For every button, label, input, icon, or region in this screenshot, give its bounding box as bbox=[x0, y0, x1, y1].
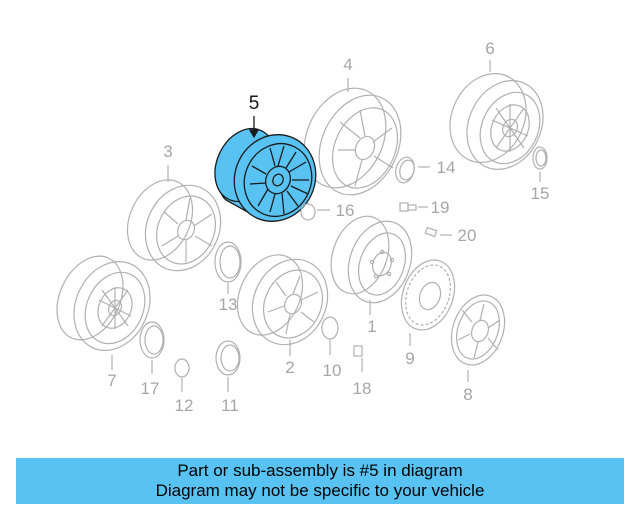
part-label-10[interactable]: 10 bbox=[322, 361, 342, 380]
wheel-2[interactable] bbox=[225, 244, 341, 357]
parts-diagram-svg bbox=[44, 60, 557, 392]
center-cap-16[interactable] bbox=[300, 203, 330, 221]
part-label-11[interactable]: 11 bbox=[221, 396, 239, 415]
part-label-2[interactable]: 2 bbox=[285, 358, 295, 377]
wheel-4[interactable] bbox=[289, 75, 417, 208]
part-label-15[interactable]: 15 bbox=[530, 184, 550, 203]
banner-line-disclaimer: Diagram may not be specific to your vehi… bbox=[155, 481, 485, 500]
parts-diagram: 5 4 6 3 14 15 16 19 20 13 1 9 2 10 7 18 … bbox=[44, 39, 557, 415]
part-label-8[interactable]: 8 bbox=[463, 385, 473, 404]
part-label-14[interactable]: 14 bbox=[436, 158, 456, 177]
part-label-13[interactable]: 13 bbox=[218, 295, 238, 314]
center-cap-15[interactable] bbox=[532, 146, 548, 182]
part-label-17[interactable]: 17 bbox=[140, 379, 160, 398]
wheel-cover-8[interactable] bbox=[442, 288, 514, 382]
center-cap-14[interactable] bbox=[393, 155, 430, 185]
part-label-4[interactable]: 4 bbox=[343, 55, 353, 74]
center-cap-10[interactable] bbox=[321, 316, 339, 355]
center-cap-17[interactable] bbox=[139, 321, 165, 374]
part-label-9[interactable]: 9 bbox=[405, 349, 415, 368]
part-label-6[interactable]: 6 bbox=[485, 39, 495, 58]
part-label-5[interactable]: 5 bbox=[248, 93, 260, 114]
wheel-cover-9[interactable] bbox=[392, 253, 464, 346]
banner-line-part: Part or sub-assembly is #5 in diagram bbox=[177, 461, 463, 480]
part-label-19[interactable]: 19 bbox=[430, 198, 450, 217]
part-label-3[interactable]: 3 bbox=[163, 142, 173, 161]
wheel-3[interactable] bbox=[115, 165, 234, 283]
wheel-7[interactable] bbox=[44, 245, 164, 370]
center-cap-11[interactable] bbox=[215, 340, 241, 392]
part-label-7[interactable]: 7 bbox=[107, 371, 117, 390]
part-label-16[interactable]: 16 bbox=[335, 201, 355, 220]
center-cap-12[interactable] bbox=[174, 358, 190, 392]
part-label-20[interactable]: 20 bbox=[457, 226, 477, 245]
center-cap-13[interactable] bbox=[214, 241, 242, 294]
part-label-1[interactable]: 1 bbox=[367, 317, 377, 336]
part-label-18[interactable]: 18 bbox=[352, 379, 372, 398]
wheel-5-highlighted[interactable] bbox=[204, 116, 330, 235]
part-label-12[interactable]: 12 bbox=[174, 396, 194, 415]
bolt-19[interactable] bbox=[399, 202, 428, 212]
wheel-6[interactable] bbox=[436, 60, 557, 182]
valve-20[interactable] bbox=[424, 226, 452, 238]
wheel-1[interactable] bbox=[321, 208, 423, 315]
info-banner: Part or sub-assembly is #5 in diagram Di… bbox=[16, 458, 624, 504]
bolt-18[interactable] bbox=[353, 345, 363, 372]
